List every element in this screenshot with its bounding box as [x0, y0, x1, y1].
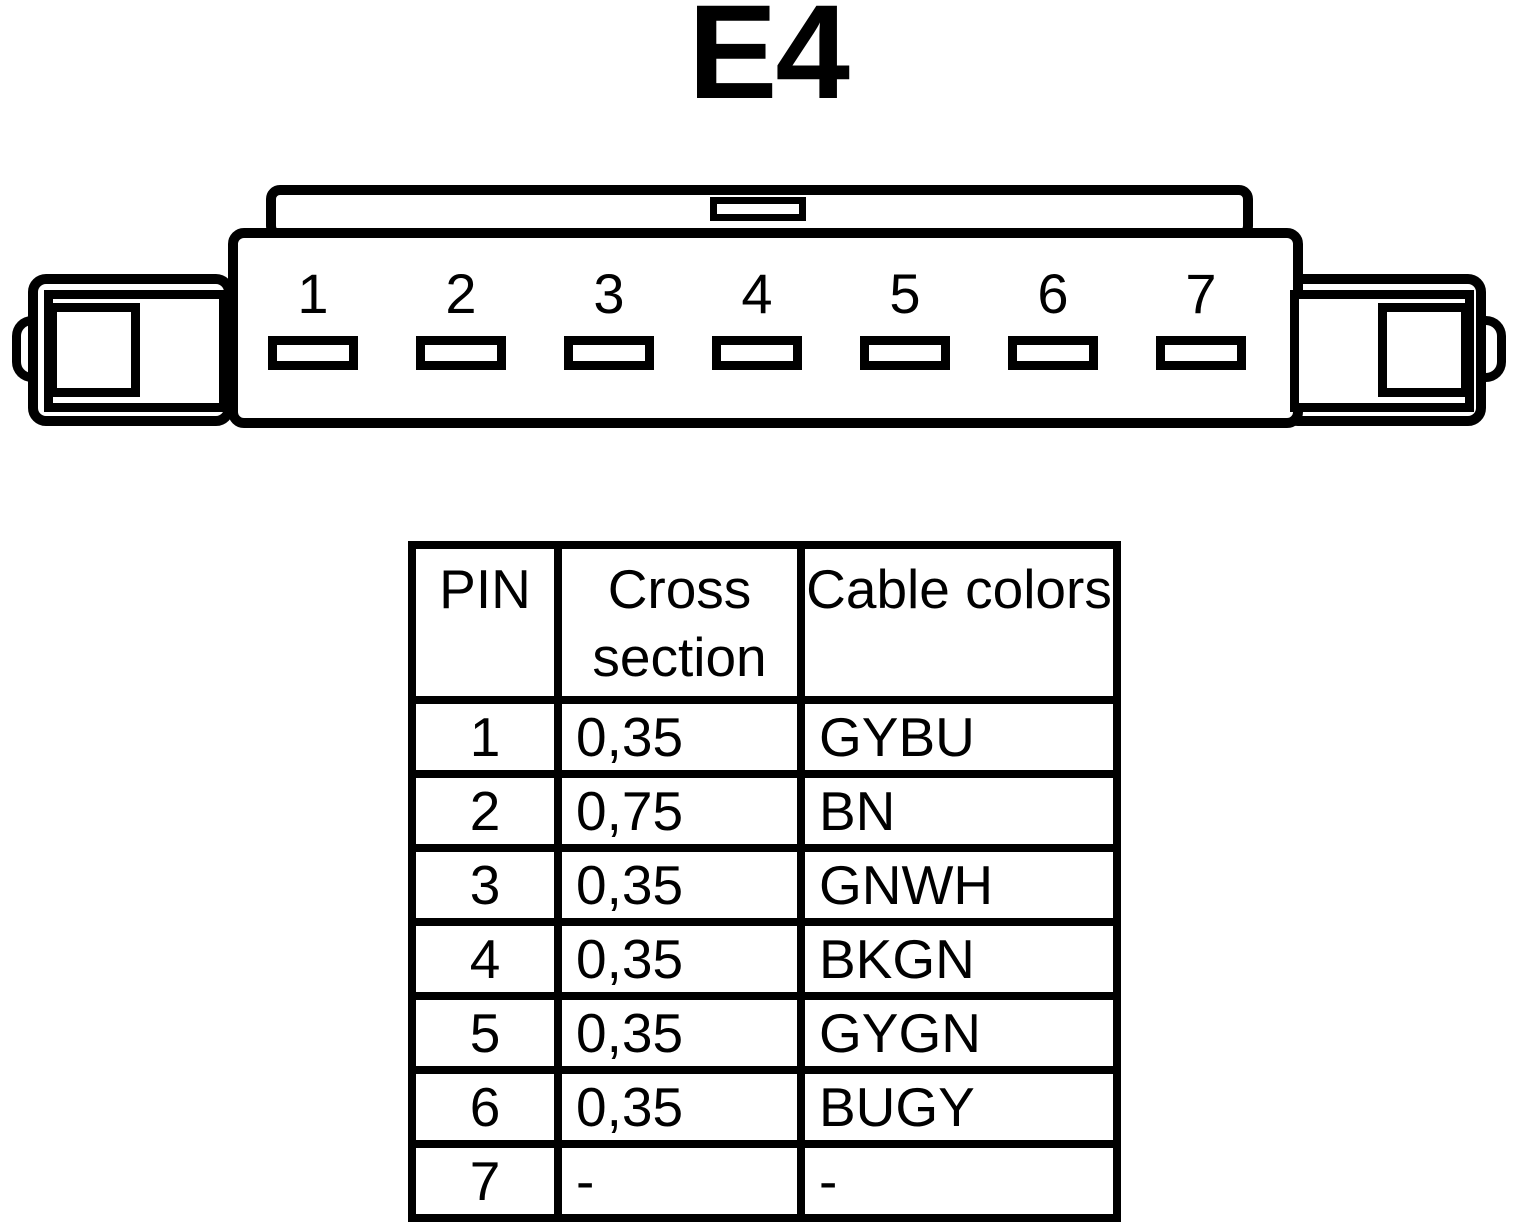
pin-1-label: 1 [297, 262, 329, 325]
header-cable-colors: Cable colors [797, 541, 1121, 704]
header-pin: PIN [408, 541, 562, 704]
table-header-row: PIN Cross section Cable colors [408, 541, 1121, 704]
pin-4-group: 4 [712, 262, 802, 370]
cell-pin: 5 [408, 992, 562, 1074]
pin-7-group: 7 [1156, 262, 1246, 370]
table-row: 7 - - [408, 1140, 1121, 1222]
table-row: 5 0,35 GYGN [408, 992, 1121, 1074]
cell-cable-color: BUGY [797, 1066, 1121, 1148]
cell-pin: 1 [408, 696, 562, 778]
cell-cross-section: 0,35 [554, 1066, 805, 1148]
connector-main-body [228, 228, 1303, 428]
cell-cable-color: GYGN [797, 992, 1121, 1074]
cell-cable-color: GYBU [797, 696, 1121, 778]
cell-cross-section: 0,75 [554, 770, 805, 852]
cell-pin: 6 [408, 1066, 562, 1148]
pin-2-label: 2 [445, 262, 477, 325]
pin-3-cavity [564, 336, 654, 370]
pin-5-cavity [860, 336, 950, 370]
table-row: 6 0,35 BUGY [408, 1066, 1121, 1148]
table-row: 2 0,75 BN [408, 770, 1121, 852]
pin-3-group: 3 [564, 262, 654, 370]
cell-cable-color: GNWH [797, 844, 1121, 926]
connector-lid-latch-slot [710, 197, 806, 221]
pin-6-group: 6 [1008, 262, 1098, 370]
cell-cable-color: - [797, 1140, 1121, 1222]
table-row: 4 0,35 BKGN [408, 918, 1121, 1000]
pin-2-cavity [416, 336, 506, 370]
pin-1-group: 1 [268, 262, 358, 370]
pin-4-cavity [712, 336, 802, 370]
table-row: 3 0,35 GNWH [408, 844, 1121, 926]
cell-cross-section: 0,35 [554, 696, 805, 778]
header-cross-section: Cross section [554, 541, 805, 704]
pin-wiring-table: PIN Cross section Cable colors 1 0,35 GY… [408, 541, 1121, 1222]
table-row: 1 0,35 GYBU [408, 696, 1121, 778]
cell-cross-section: - [554, 1140, 805, 1222]
connector-right-ear-window [1378, 303, 1470, 397]
cell-cross-section: 0,35 [554, 918, 805, 1000]
pin-6-cavity [1008, 336, 1098, 370]
cell-pin: 2 [408, 770, 562, 852]
cell-cable-color: BKGN [797, 918, 1121, 1000]
connector-drawing: 1 2 3 4 5 6 7 [0, 0, 1536, 440]
pin-5-label: 5 [889, 262, 921, 325]
pin-7-cavity [1156, 336, 1246, 370]
cell-pin: 3 [408, 844, 562, 926]
cell-cross-section: 0,35 [554, 844, 805, 926]
pin-2-group: 2 [416, 262, 506, 370]
connector-title: E4 [688, 0, 850, 127]
cell-pin: 4 [408, 918, 562, 1000]
pin-6-label: 6 [1037, 262, 1069, 325]
cell-cable-color: BN [797, 770, 1121, 852]
cell-cross-section: 0,35 [554, 992, 805, 1074]
cell-pin: 7 [408, 1140, 562, 1222]
pin-3-label: 3 [593, 262, 625, 325]
connector-left-ear-window [48, 303, 140, 397]
pin-7-label: 7 [1185, 262, 1217, 325]
pin-5-group: 5 [860, 262, 950, 370]
pin-4-label: 4 [741, 262, 773, 325]
pin-1-cavity [268, 336, 358, 370]
